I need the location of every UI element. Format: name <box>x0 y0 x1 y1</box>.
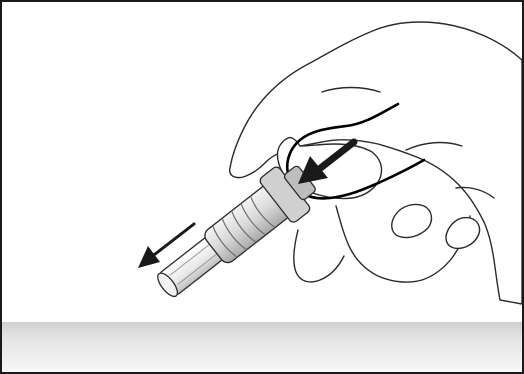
arrow-left-down-icon <box>138 222 196 268</box>
hand <box>229 21 523 305</box>
arrow-down-left-icon <box>298 138 358 184</box>
floor-band <box>1 322 523 373</box>
